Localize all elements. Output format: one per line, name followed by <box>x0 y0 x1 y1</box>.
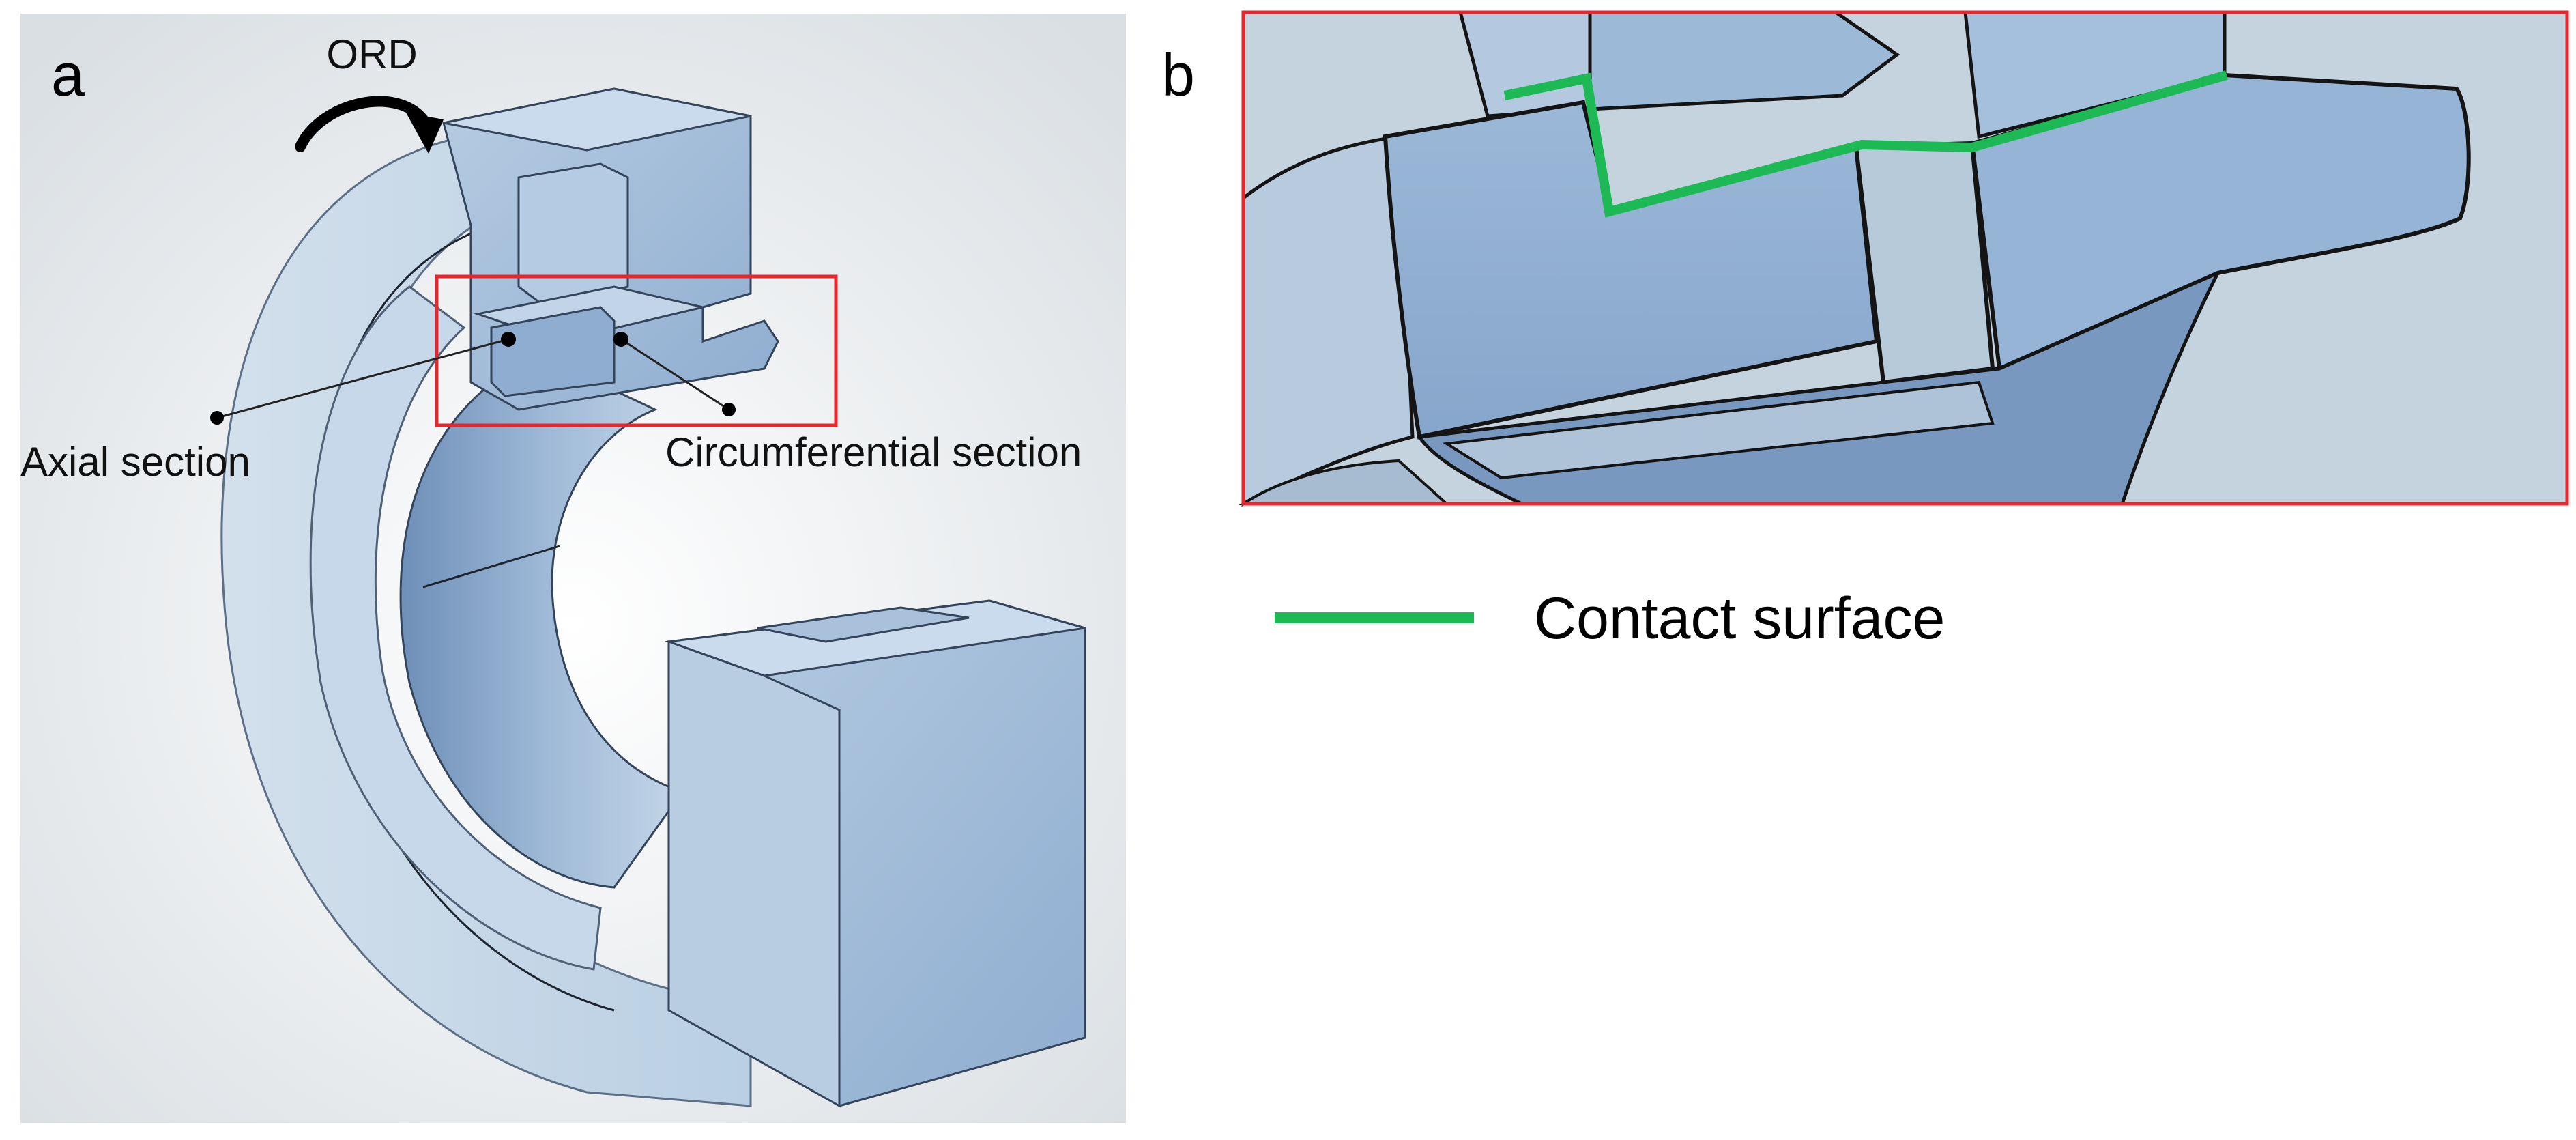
upper-cage-inner <box>517 162 629 309</box>
axial-section-label: Axial section <box>20 439 250 485</box>
contact-surface-line <box>1503 70 2228 218</box>
circumferential-leader-line <box>620 338 729 411</box>
panel-b: b Con <box>1161 10 2569 651</box>
axial-leader-end <box>210 411 224 425</box>
axial-point <box>501 332 516 347</box>
circumferential-section-label: Circumferential section <box>665 429 1082 475</box>
lower-cage-slot <box>757 606 970 643</box>
zoom-frame <box>1241 10 2569 506</box>
zoom-lower-light-strip <box>1443 380 1995 480</box>
upper-cage-pocket <box>490 306 616 397</box>
bore-seam <box>422 545 560 588</box>
panel-b-letter: b <box>1161 41 1195 109</box>
rotation-arrowhead-icon <box>406 113 444 154</box>
circumferential-leader-end <box>722 403 736 416</box>
upper-cage-top <box>443 87 751 152</box>
zoom-lower-left-ring <box>1239 459 1451 505</box>
zoom-highlight-box <box>435 274 838 427</box>
lower-cage-side <box>667 640 841 1108</box>
zoom-right-block <box>1969 72 2471 372</box>
panel-a: ORD a Axial section Circumferential sect… <box>20 14 1126 1123</box>
legend-label: Contact surface <box>1534 586 1945 651</box>
legend: Contact surface <box>1275 586 1945 651</box>
zoom-view <box>1239 10 2569 507</box>
bearing-bore <box>399 354 684 889</box>
inner-ring-lip <box>309 285 602 971</box>
rotation-label: ORD <box>326 31 417 77</box>
zoom-left-block <box>1383 100 1879 440</box>
axial-leader-line <box>216 338 509 419</box>
circumferential-point <box>613 332 628 347</box>
panel-a-letter: a <box>51 41 85 109</box>
rotation-arrow <box>295 96 429 152</box>
